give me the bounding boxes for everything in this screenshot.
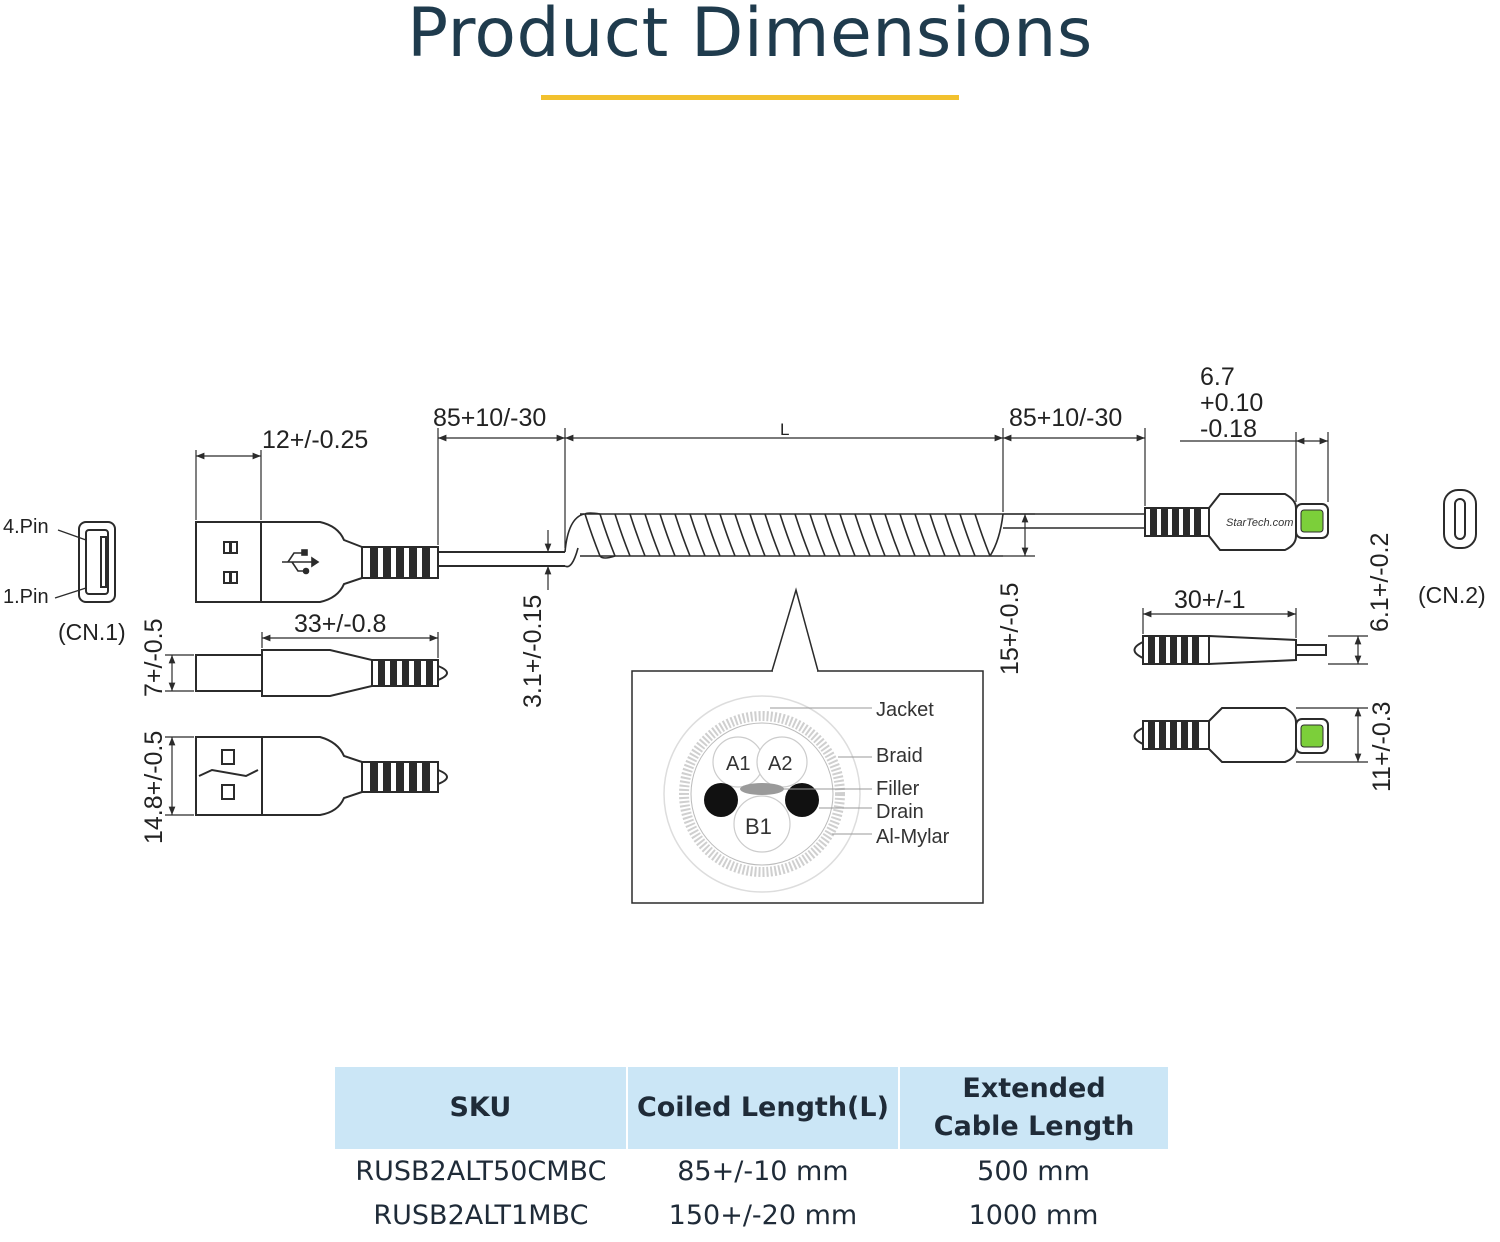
coiled-cable <box>564 512 1145 568</box>
cn2-connector-face <box>1443 489 1477 549</box>
cn1-label: (CN.1) <box>58 619 126 645</box>
layer-jacket: Jacket <box>876 699 934 721</box>
title-underline <box>541 95 959 100</box>
cell-extended-length: 500 mm <box>977 1155 1090 1187</box>
lightning-strain-relief <box>1150 508 1201 536</box>
layer-braid: Braid <box>876 745 923 767</box>
conductor-a1: A1 <box>726 753 750 775</box>
table-row: RUSB2ALT1MBC 150+/-20 mm 1000 mm <box>335 1193 1168 1237</box>
col-header-sku: SKU <box>335 1067 628 1149</box>
usb-a-plug-side <box>195 649 448 697</box>
conductor-a2: A2 <box>768 753 792 775</box>
dim-usb-plug-length: 12+/-0.25 <box>262 426 368 454</box>
usb-trident-icon <box>282 549 320 575</box>
dim-left-straight: 85+10/-30 <box>433 404 546 432</box>
table-header-row: SKU Coiled Length(L) Extended Cable Leng… <box>335 1067 1168 1149</box>
conductor-b1: B1 <box>745 814 772 839</box>
cell-sku: RUSB2ALT1MBC <box>373 1199 589 1231</box>
cell-coiled-length: 85+/-10 mm <box>677 1155 849 1187</box>
lightning-front-contacts <box>1300 724 1324 748</box>
col-header-coiled-length: Coiled Length(L) <box>626 1067 901 1149</box>
layer-filler: Filler <box>876 778 920 800</box>
cn1-pin1-label: 1.Pin <box>3 586 49 608</box>
page-title: Product Dimensions <box>407 0 1093 73</box>
layer-al-mylar: Al-Mylar <box>876 826 950 848</box>
dim-lightning-side-thickness: 6.1+/-0.2 <box>1366 533 1394 632</box>
col-header-extended-line2: Cable Length <box>933 1111 1135 1142</box>
dim-right-straight: 85+10/-30 <box>1009 404 1122 432</box>
dim-usb-side-thickness: 7+/-0.5 <box>140 618 168 697</box>
cn1-pin4-label: 4.Pin <box>3 516 49 538</box>
dim-lightning-width: 11+/-0.3 <box>1368 701 1396 792</box>
table-row: RUSB2ALT50CMBC 85+/-10 mm 500 mm <box>335 1149 1168 1193</box>
col-header-extended-length: Extended Cable Length <box>899 1067 1168 1149</box>
usb-a-front-relief <box>370 762 430 792</box>
lightning-front-relief <box>1148 721 1199 749</box>
col-header-extended-line1: Extended <box>962 1073 1106 1104</box>
cross-section-callout <box>631 587 984 904</box>
dim-lightning-tip-3: -0.18 <box>1200 415 1257 443</box>
cable-dimension-diagram: 4.Pin 1.Pin (CN.1) <box>3 363 1486 904</box>
dimension-lines <box>165 428 1368 816</box>
brand-mark: StarTech.com <box>1226 517 1293 529</box>
cn1-connector-face <box>54 521 116 603</box>
dim-cable-diameter: 3.1+/-0.15 <box>519 595 547 708</box>
lightning-contacts <box>1300 509 1324 533</box>
dim-lightning-side-length: 30+/-1 <box>1174 586 1246 614</box>
spec-table: SKU Coiled Length(L) Extended Cable Leng… <box>335 1067 1168 1237</box>
dim-coil-diameter: 15+/-0.5 <box>996 583 1024 675</box>
cn2-label: (CN.2) <box>1418 582 1486 608</box>
dim-lightning-tip-2: +0.10 <box>1200 389 1263 417</box>
dim-coil-length: L <box>780 420 789 439</box>
dim-lightning-tip-1: 6.7 <box>1200 363 1235 391</box>
usb-a-strain-relief <box>370 547 430 578</box>
usb-a-plug-top <box>195 521 565 603</box>
dim-usb-width: 14.8+/-0.5 <box>140 731 168 844</box>
dim-usb-side-length: 33+/-0.8 <box>294 610 386 638</box>
cell-coiled-length: 150+/-20 mm <box>668 1199 858 1231</box>
lightning-side-relief <box>1148 636 1199 664</box>
layer-drain: Drain <box>876 801 924 823</box>
cell-sku: RUSB2ALT50CMBC <box>355 1155 607 1187</box>
usb-a-side-relief <box>378 660 433 686</box>
cell-extended-length: 1000 mm <box>968 1199 1099 1231</box>
